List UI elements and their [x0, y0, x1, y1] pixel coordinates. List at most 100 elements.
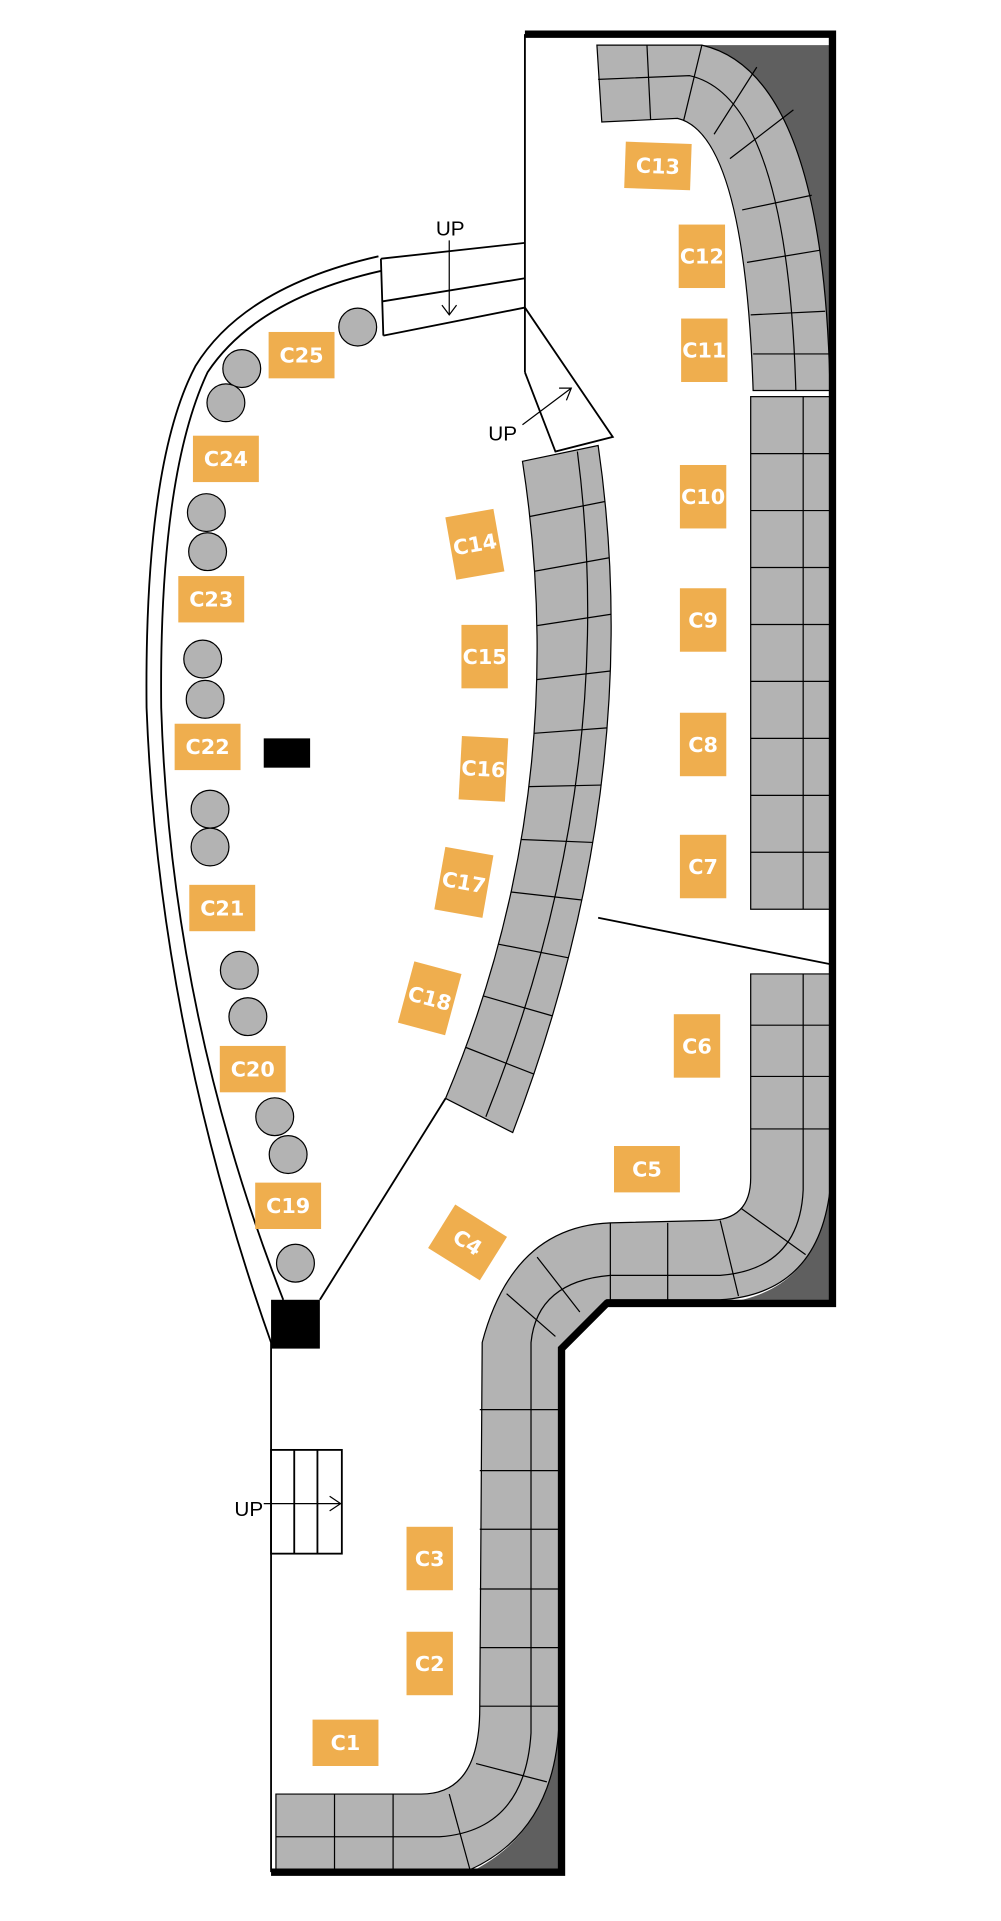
seating-lower-band [275, 973, 831, 1871]
label-box [679, 712, 727, 777]
seating-center-curve [444, 444, 612, 1134]
section-label-c12: C12 [678, 224, 726, 289]
label-box [255, 1182, 322, 1230]
column-block [271, 1299, 320, 1349]
section-label-c15: C15 [461, 624, 508, 689]
section-label-c6: C6 [673, 1014, 721, 1078]
label-box [174, 723, 241, 771]
section-label-c3: C3 [406, 1526, 453, 1591]
section-label-c23: C23 [178, 576, 245, 623]
column-block [263, 738, 311, 768]
arrow-up-right-icon [522, 387, 573, 426]
round-table [186, 493, 226, 533]
section-label-c9: C9 [679, 588, 727, 652]
section-label-c14: C14 [445, 508, 505, 580]
section-label-c17: C17 [434, 846, 494, 918]
section-label-c10: C10 [679, 464, 727, 529]
label-text: C8 [688, 733, 718, 757]
label-box [458, 735, 509, 802]
label-text: C13 [635, 154, 680, 180]
section-label-c7: C7 [679, 834, 727, 899]
label-box [681, 318, 728, 383]
section-label-c5: C5 [614, 1146, 680, 1193]
section-label-c22: C22 [174, 723, 241, 771]
label-text: C1 [331, 1731, 361, 1755]
section-label-c13: C13 [624, 141, 692, 191]
label-text: C23 [189, 588, 233, 612]
label-box [428, 1204, 508, 1281]
label-box [406, 1526, 453, 1591]
round-table [338, 307, 378, 347]
label-text: C20 [231, 1057, 275, 1081]
stairs-up-label: UP [234, 1498, 263, 1521]
label-text: C24 [204, 447, 248, 471]
label-text: C7 [688, 855, 718, 879]
label-box [673, 1014, 721, 1078]
label-text: C12 [680, 245, 724, 269]
round-tables [183, 307, 378, 1283]
label-box [678, 224, 726, 289]
round-table [275, 1243, 315, 1283]
label-box [192, 435, 259, 483]
label-box [461, 624, 508, 689]
label-box [624, 141, 692, 191]
label-box [434, 846, 494, 918]
round-table [222, 349, 262, 389]
section-label-c18: C18 [397, 961, 462, 1036]
label-box [679, 834, 727, 899]
section-label-c20: C20 [219, 1045, 286, 1093]
label-box [312, 1719, 379, 1767]
round-table [188, 532, 228, 572]
label-text: C6 [682, 1034, 712, 1058]
label-box [445, 508, 505, 580]
label-box [178, 576, 245, 623]
round-table [183, 639, 223, 679]
round-table [190, 789, 230, 829]
label-text: C16 [461, 756, 506, 782]
label-box [679, 464, 727, 529]
shaded-corners [469, 45, 833, 1873]
section-label-c19: C19 [255, 1182, 322, 1230]
label-text: C3 [415, 1547, 445, 1571]
label-text: C19 [266, 1194, 310, 1218]
round-table [228, 997, 268, 1037]
section-label-c24: C24 [192, 435, 259, 483]
label-text: C2 [415, 1652, 445, 1676]
arrow-down-icon [441, 240, 458, 316]
round-table [268, 1135, 308, 1175]
label-box [397, 961, 462, 1036]
round-table [190, 827, 230, 867]
label-box [268, 331, 335, 379]
walls [145, 30, 837, 1876]
label-box [189, 884, 256, 932]
label-text: C25 [280, 343, 324, 367]
section-label-c25: C25 [268, 331, 335, 379]
label-text: C21 [200, 896, 244, 920]
section-labels: C1C2C3C4C5C6C7C8C9C10C11C12C13C14C15C16C… [174, 141, 728, 1767]
section-label-c11: C11 [681, 318, 728, 383]
label-box [679, 588, 727, 652]
section-label-c8: C8 [679, 712, 727, 777]
section-label-c16: C16 [458, 735, 509, 802]
label-text: C5 [632, 1158, 662, 1182]
ramp-up-label: UP [488, 423, 517, 446]
stairs-lower-left [263, 1448, 343, 1555]
round-table [219, 950, 259, 990]
label-text: C10 [681, 485, 725, 509]
label-text: C9 [688, 608, 718, 632]
section-label-c1: C1 [312, 1719, 379, 1767]
label-box [406, 1631, 453, 1696]
section-label-c2: C2 [406, 1631, 453, 1696]
round-table [206, 383, 246, 423]
seating-right-block [750, 396, 831, 910]
label-text: C15 [463, 645, 507, 669]
walkway-up-label: UP [436, 218, 465, 241]
label-text: C11 [682, 339, 726, 363]
section-label-c21: C21 [189, 884, 256, 932]
round-table [185, 679, 225, 719]
label-box [614, 1146, 680, 1193]
section-label-c4: C4 [428, 1204, 508, 1281]
round-table [255, 1097, 295, 1137]
label-box [219, 1045, 286, 1093]
